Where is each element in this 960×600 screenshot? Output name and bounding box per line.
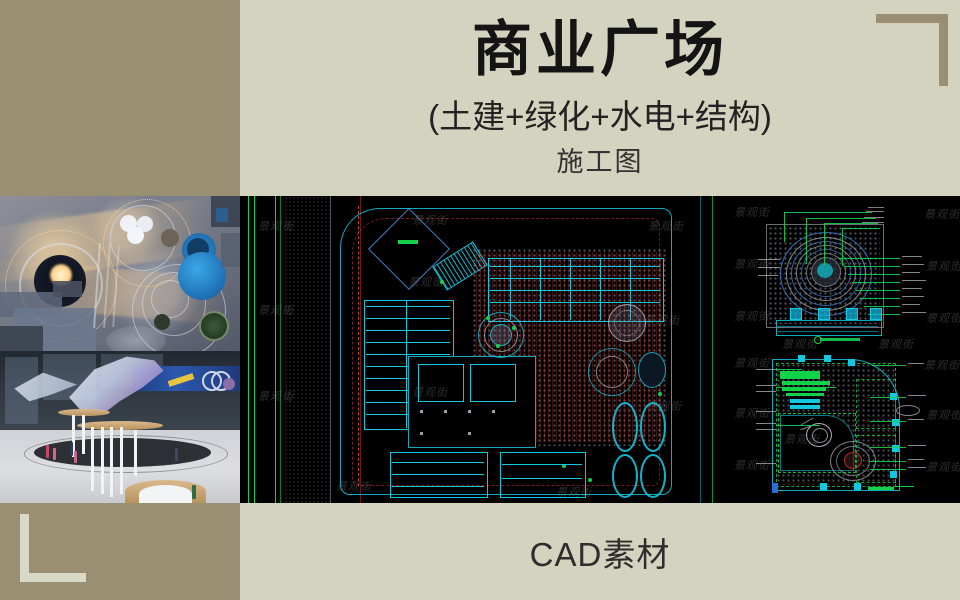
cad-watermark: 景观街	[412, 387, 448, 399]
cad-watermark: 景观街	[734, 207, 770, 219]
cad-watermark: 景观街	[644, 315, 680, 327]
cad-watermark: 景观街	[926, 313, 960, 325]
cad-watermark: 景观街	[734, 460, 770, 472]
cad-watermark: 景观街	[734, 408, 770, 420]
page-subtitle-2: 施工图	[556, 147, 644, 177]
cad-watermark: 景观街	[926, 410, 960, 422]
page-subtitle: (土建+绿化+水电+结构)	[428, 98, 772, 135]
khaki-block-top-left	[0, 0, 240, 196]
footer-label: CAD素材	[529, 535, 671, 573]
cad-watermark: 景观街	[926, 462, 960, 474]
footer-block: CAD素材	[240, 503, 960, 600]
cad-watermark: 景观街	[784, 434, 820, 446]
cad-circular-plaza-detail: 景观街 景观街 景观街 景观街 景观街 景观街 景观街 景观街	[720, 196, 960, 349]
corner-bracket-top-right-icon	[876, 14, 948, 86]
photo-aerial-night-plaza	[0, 196, 240, 351]
cad-watermark: 景观街	[926, 261, 960, 273]
cad-site-plan: 景观街 景观街 景观街 景观街 景观街 景观街 景观街 景观街 景观街 景观街 …	[240, 196, 720, 503]
corner-bracket-bottom-left-icon	[20, 514, 86, 582]
page-title: 商业广场	[472, 16, 728, 83]
gallery-strip: 景观街 景观街 景观街 景观街 景观街 景观街 景观街 景观街 景观街 景观街 …	[0, 196, 960, 503]
khaki-block-bottom-left	[0, 503, 240, 600]
photo-whale-sculpture-plaza	[0, 351, 240, 503]
cad-watermark: 景观街	[646, 401, 682, 413]
cad-detail-column: 景观街 景观街 景观街 景观街 景观街 景观街 景观街 景观街	[720, 196, 960, 503]
cad-watermark: 景观街	[412, 215, 448, 227]
cad-watermark: 景观街	[924, 360, 960, 372]
cad-watermark: 景观街	[924, 209, 960, 221]
cad-landscape-detail: 景观街 景观街 景观街 景观街 景观街 景观街 景观街	[720, 349, 960, 503]
cad-watermark: 景观街	[648, 221, 684, 233]
cad-watermark: 景观街	[734, 259, 770, 271]
cad-watermark: 景观街	[408, 277, 444, 289]
cad-watermark: 景观街	[258, 305, 294, 317]
cad-watermark: 景观街	[258, 221, 294, 233]
cad-watermark: 景观街	[734, 358, 770, 370]
cad-watermark: 景观街	[734, 311, 770, 323]
cad-watermark: 景观街	[878, 339, 914, 349]
cad-watermark: 景观街	[258, 391, 294, 403]
cad-watermark: 景观街	[336, 481, 372, 493]
cad-watermark: 景观街	[556, 487, 592, 499]
title-block: 商业广场 (土建+绿化+水电+结构) 施工图	[240, 0, 960, 196]
cad-watermark: 景观街	[782, 339, 818, 349]
photo-column	[0, 196, 240, 503]
